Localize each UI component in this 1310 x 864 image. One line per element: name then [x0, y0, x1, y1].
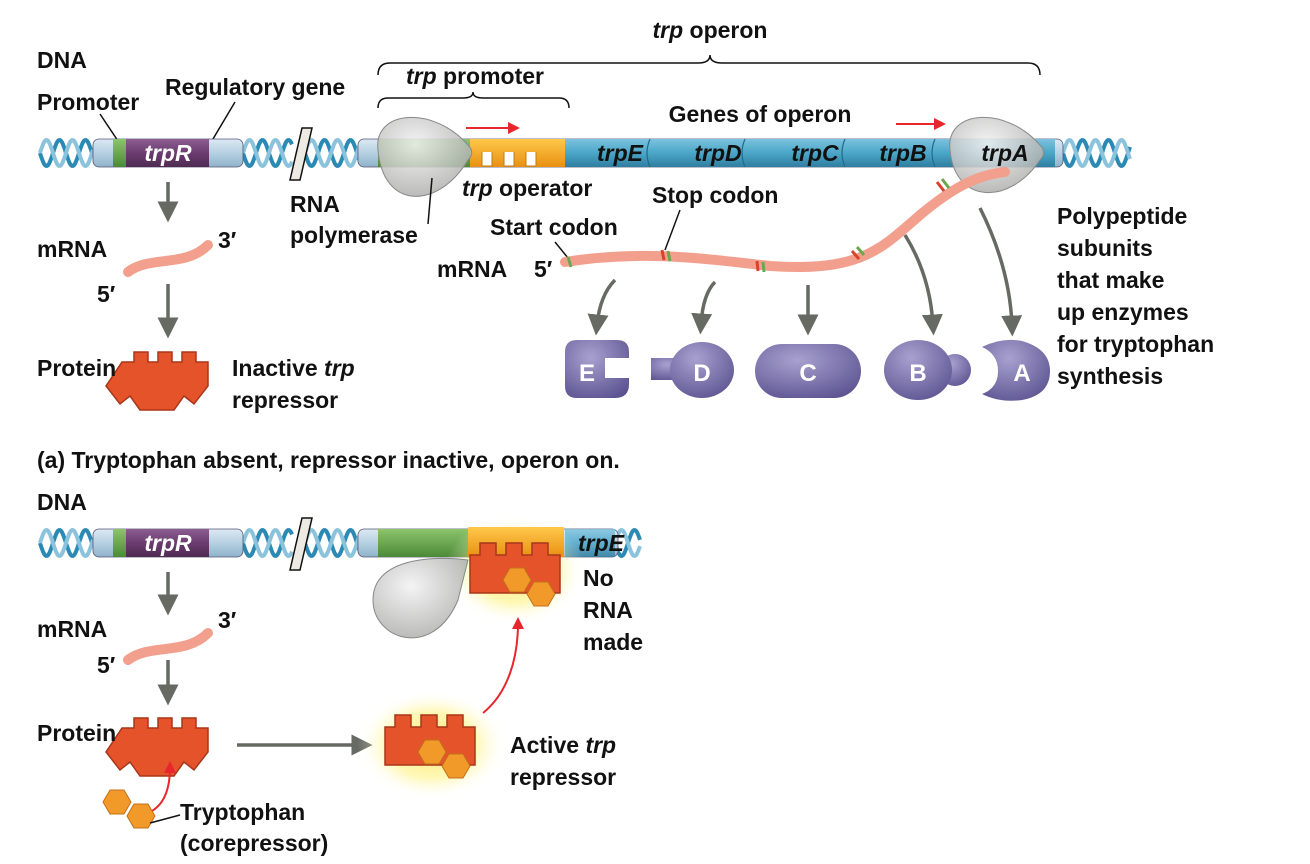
svg-text:synthesis: synthesis	[1057, 363, 1163, 389]
trpR-mrna	[123, 628, 213, 665]
regulatory-gene-pointer	[209, 101, 236, 145]
five-prime-label: 5′	[97, 652, 116, 678]
three-prime-label: 3′	[218, 607, 237, 633]
gene-trpA: trpA	[981, 140, 1028, 166]
corepressor-label: (corepressor)	[180, 830, 328, 856]
svg-text:A: A	[1013, 360, 1030, 387]
corepressor-binding-arrow	[149, 761, 176, 813]
rna-polymerase-pointer	[427, 177, 433, 225]
polypeptide-B: B	[884, 340, 971, 400]
dna-helix-strand	[1061, 138, 1132, 168]
mrna-label: mRNA	[37, 236, 107, 262]
polypeptide-A: A	[982, 339, 1050, 401]
polypeptide-C: C	[755, 344, 861, 398]
inactive-repressor-label: Inactive trp	[232, 355, 355, 381]
svg-text:Polypeptide: Polypeptide	[1057, 203, 1187, 229]
dna-label: DNA	[37, 489, 87, 515]
dna-helix-strand	[303, 138, 362, 168]
five-prime-right: 5′	[534, 256, 553, 282]
mrna-right-label: mRNA	[437, 256, 507, 282]
dna-break-marker	[289, 517, 313, 571]
dna-helix-strand	[303, 528, 362, 558]
dna-helix-strand	[38, 138, 95, 168]
no-rna-made-label: No	[583, 565, 614, 591]
svg-text:B: B	[909, 360, 926, 387]
trpR-label: trpR	[144, 530, 192, 556]
rna-polymerase-shape	[377, 116, 473, 197]
tryptophan-label: Tryptophan	[180, 799, 305, 825]
trpR-gene-segment: trpR	[92, 138, 244, 168]
five-prime-label: 5′	[97, 281, 116, 307]
trpE-label: trpE	[578, 530, 625, 556]
inactive-repressor-label-line2: repressor	[232, 387, 338, 413]
promoter-label: Promoter	[37, 89, 139, 115]
no-rna-made-label: RNA	[583, 597, 633, 623]
start-codon-label: Start codon	[490, 214, 618, 240]
rna-polymerase-label: RNA	[290, 191, 340, 217]
svg-text:D: D	[693, 360, 710, 387]
repressor-shape	[105, 717, 209, 777]
repressor-binding-arrow	[482, 617, 524, 714]
active-repressor-label: Active trp	[510, 732, 616, 758]
dna-helix-strand	[241, 528, 294, 558]
polypeptide-note: Polypeptide subunits that make up enzyme…	[1057, 203, 1214, 389]
translation-arrows	[587, 207, 1023, 337]
dna-helix-strand	[613, 528, 642, 558]
dna-label: DNA	[37, 47, 87, 73]
operator-with-bound-repressor	[468, 527, 564, 607]
dna-helix-strand	[241, 528, 294, 558]
operon-brace	[377, 54, 1041, 76]
dna-helix-strand	[303, 528, 362, 558]
mrna-label: mRNA	[37, 616, 107, 642]
inactive-repressor-shape	[105, 351, 209, 411]
codon-marks	[566, 178, 951, 273]
tryptophan-molecule	[102, 789, 156, 829]
stop-codon-label: Stop codon	[652, 182, 778, 208]
stop-codon-pointer	[664, 209, 681, 251]
regulatory-gene-label: Regulatory gene	[165, 74, 345, 100]
gene-trpD: trpD	[694, 140, 741, 166]
trp-operator-label: trp operator	[462, 175, 592, 201]
polypeptide-E: E	[565, 340, 629, 398]
svg-text:subunits: subunits	[1057, 235, 1153, 261]
dna-helix-strand	[303, 138, 362, 168]
rna-polymerase-label: polymerase	[290, 222, 418, 248]
three-prime-label: 3′	[218, 227, 237, 253]
rna-polymerase-blocked	[372, 557, 469, 639]
operon-mrna	[560, 167, 1010, 272]
svg-text:E: E	[579, 360, 595, 387]
start-codon-pointer	[554, 241, 569, 259]
trpR-label: trpR	[144, 140, 192, 166]
protein-label: Protein	[37, 720, 116, 746]
svg-text:C: C	[799, 360, 816, 387]
protein-label: Protein	[37, 355, 116, 381]
svg-text:for tryptophan: for tryptophan	[1057, 331, 1214, 357]
dna-break-marker	[289, 127, 313, 181]
gene-trpB: trpB	[879, 140, 926, 166]
promoter-brace	[377, 91, 570, 109]
dna-helix-group	[38, 138, 1132, 558]
caption-a: (a) Tryptophan absent, repressor inactiv…	[37, 447, 620, 473]
dna-helix-strand	[241, 138, 294, 168]
trp-operon-label: trp operon	[652, 17, 767, 43]
tryptophan-pointer	[149, 814, 181, 824]
trpR-mrna	[123, 240, 213, 277]
active-repressor-label-line2: repressor	[510, 764, 616, 790]
dna-helix-strand	[241, 138, 294, 168]
polypeptide-D: D	[651, 342, 734, 398]
genes-of-operon-label: Genes of operon	[669, 101, 852, 127]
trpR-gene-segment: trpR	[92, 528, 244, 558]
gene-trpE: trpE	[597, 140, 644, 166]
dna-helix-strand	[38, 528, 95, 558]
rna-polymerase-shape	[949, 116, 1045, 194]
no-rna-made-label: made	[583, 629, 643, 655]
dna-helix-strand	[1061, 138, 1132, 168]
trp-promoter-label: trp promoter	[406, 63, 544, 89]
gene-trpC: trpC	[791, 140, 839, 166]
svg-text:that make: that make	[1057, 267, 1164, 293]
svg-text:up enzymes: up enzymes	[1057, 299, 1189, 325]
